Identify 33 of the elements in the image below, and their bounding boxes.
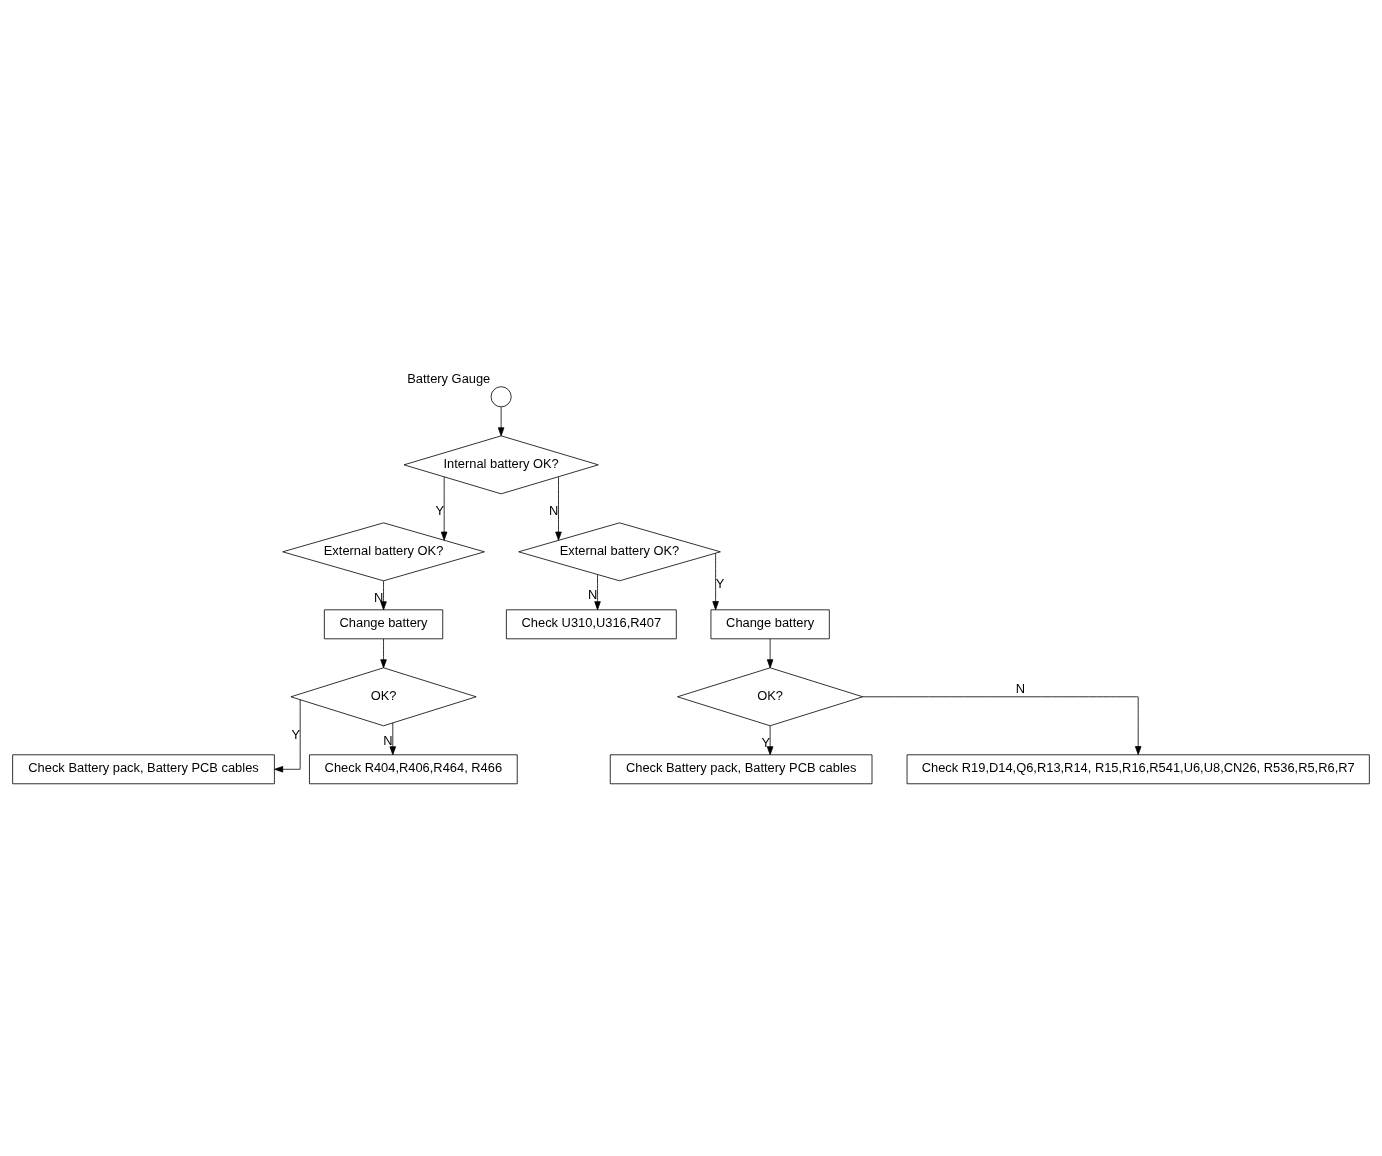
arrow xyxy=(274,699,301,773)
arrow xyxy=(497,406,505,437)
node-box: Change battery xyxy=(710,609,830,640)
edge-label: Y xyxy=(291,727,301,743)
edge-label: N xyxy=(1015,680,1026,696)
node-box: Check Battery pack, Battery PCB cables xyxy=(12,754,275,785)
node-box: Check R19,D14,Q6,R13,R14, R15,R16,R541,U6,U8,CN26, R536,R5,R6,R7 xyxy=(906,754,1370,785)
edge-label: Y xyxy=(761,734,770,750)
arrow xyxy=(862,696,1142,756)
node-label: Battery Gauge xyxy=(407,370,491,386)
arrow xyxy=(389,722,397,756)
edge-label: N xyxy=(549,502,559,518)
arrow xyxy=(712,552,719,611)
arrow xyxy=(440,476,448,541)
arrow xyxy=(766,725,774,756)
edge-label: Y xyxy=(435,502,445,518)
arrow xyxy=(380,580,387,611)
edge-label: N xyxy=(588,586,598,602)
node-box: Check U310,U316,R407 xyxy=(505,609,677,640)
arrow xyxy=(594,574,601,611)
node-box: Check Battery pack, Battery PCB cables xyxy=(609,754,873,785)
node-diamond: Internal battery OK? xyxy=(403,435,599,495)
edge-label: N xyxy=(374,589,384,605)
arrow xyxy=(380,638,387,669)
node-diamond: OK? xyxy=(677,667,864,727)
node-circle xyxy=(490,386,512,408)
edge-label: N xyxy=(383,733,393,749)
node-box: Change battery xyxy=(323,609,444,640)
arrow xyxy=(766,638,774,669)
node-diamond: OK? xyxy=(290,667,477,727)
arrow xyxy=(555,476,562,541)
node-box: Check R404,R406,R464, R466 xyxy=(309,754,518,785)
node-diamond: External battery OK? xyxy=(282,522,485,582)
